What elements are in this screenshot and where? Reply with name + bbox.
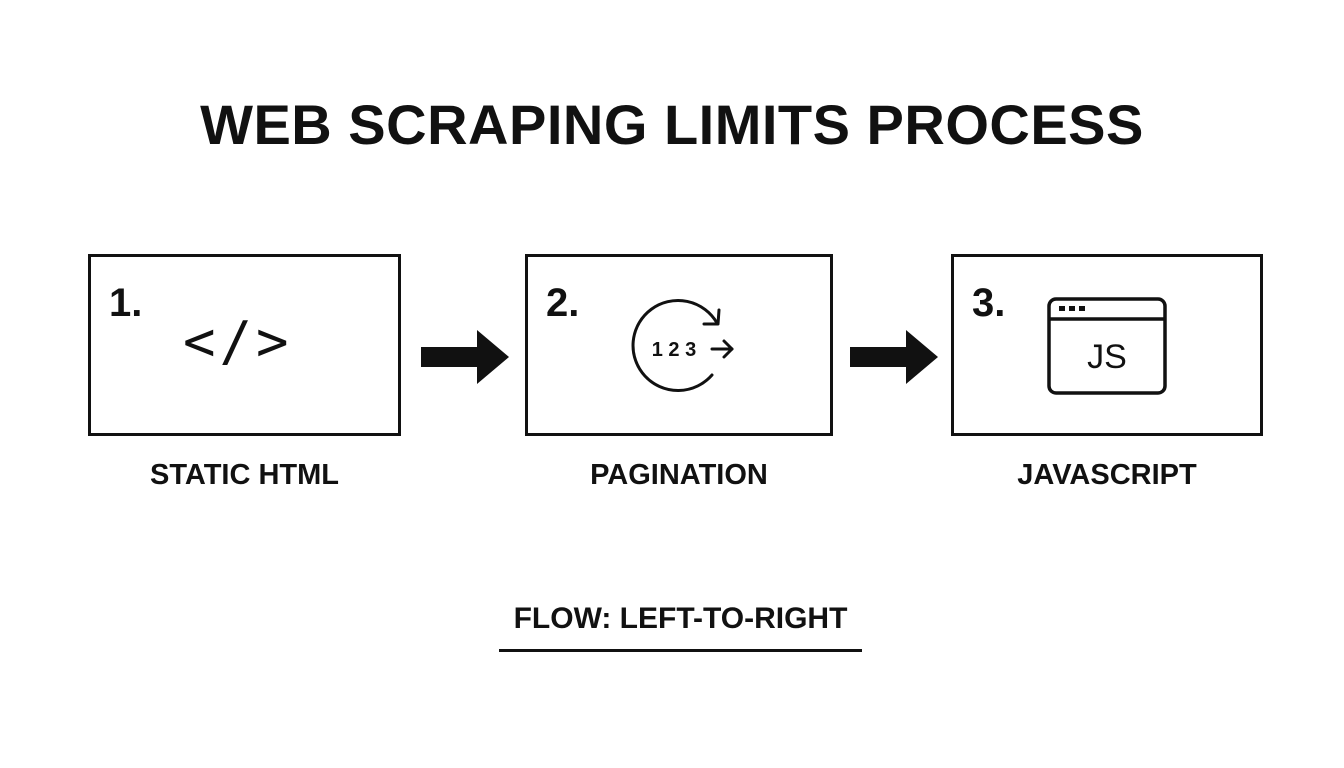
step-label-static-html: STATIC HTML bbox=[150, 459, 339, 491]
step-label-pagination: PAGINATION bbox=[590, 459, 768, 491]
code-brackets-icon: </> bbox=[183, 310, 293, 373]
footer-underline bbox=[499, 649, 862, 652]
step-number: 1. bbox=[109, 281, 143, 325]
js-label: JS bbox=[1087, 338, 1127, 376]
right-arrow-icon bbox=[421, 330, 509, 384]
right-arrow-icon bbox=[850, 330, 938, 384]
step-box-javascript: 3. JS bbox=[951, 254, 1263, 436]
pagination-cycle-icon: 1 2 3 bbox=[631, 299, 734, 392]
diagram-title: WEB SCRAPING LIMITS PROCESS bbox=[200, 93, 1144, 156]
step-label-javascript: JAVASCRIPT bbox=[1017, 459, 1197, 491]
pagination-numbers: 1 2 3 bbox=[652, 339, 696, 361]
flow-direction-note: FLOW: LEFT-TO-RIGHT bbox=[513, 602, 848, 635]
step-box-pagination: 2. 1 2 3 bbox=[525, 254, 833, 436]
step-number: 3. bbox=[972, 281, 1006, 325]
step-box-static-html: 1. </> bbox=[88, 254, 401, 436]
browser-window-js-icon: JS bbox=[1047, 297, 1167, 395]
step-number: 2. bbox=[546, 281, 580, 325]
